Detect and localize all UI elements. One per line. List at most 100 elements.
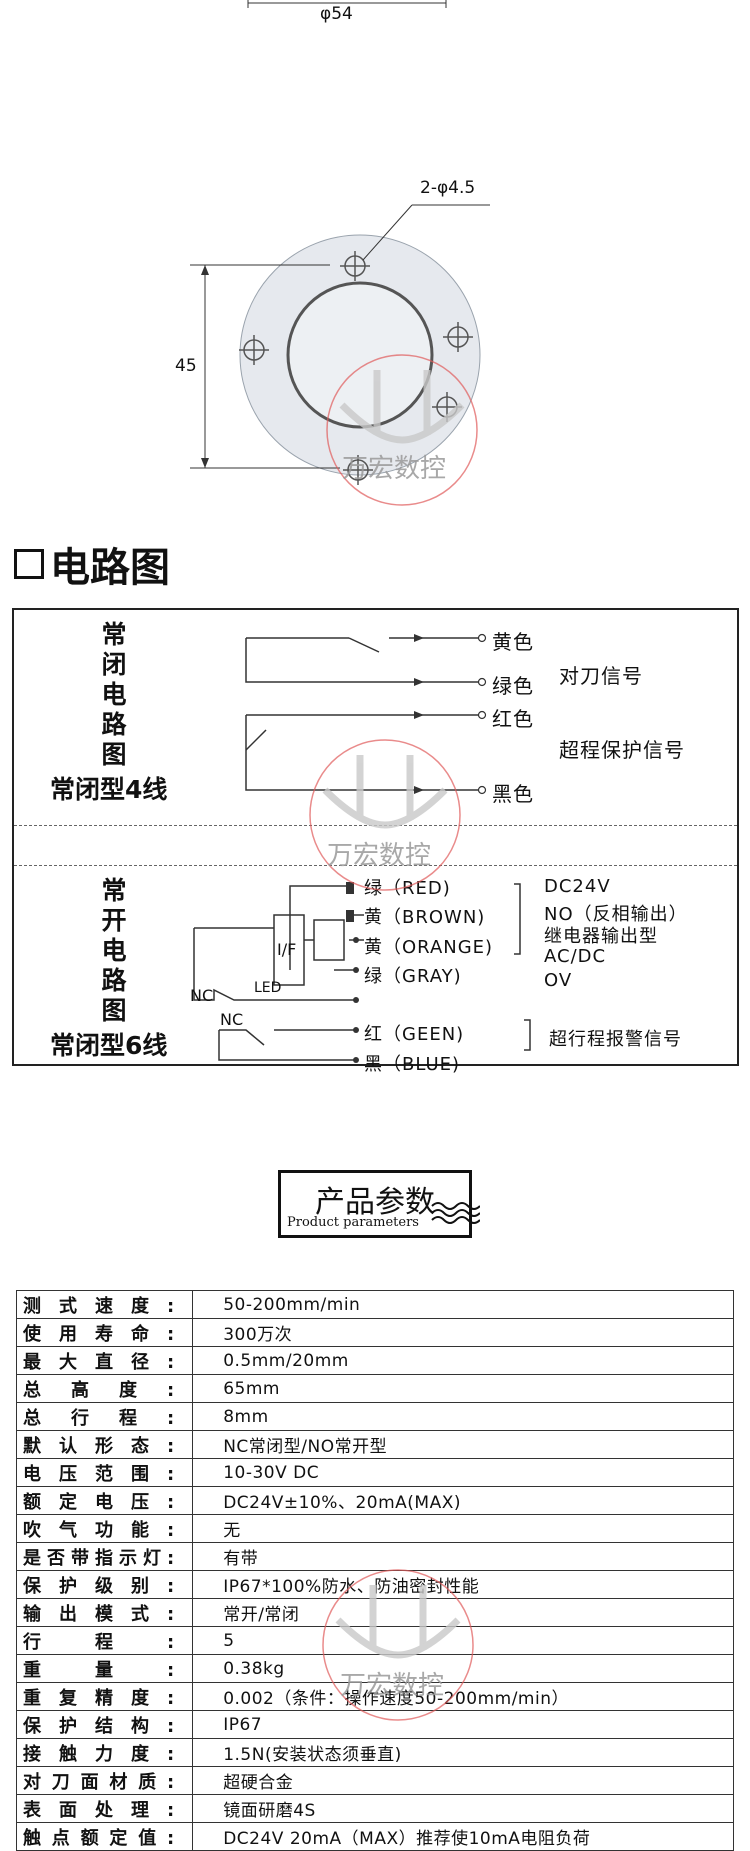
- if-label: I/F: [277, 940, 297, 959]
- table-row: 电压范围:10-30V DC: [15, 1458, 734, 1487]
- table-row: 额定电压:DC24V±10%、20mA(MAX): [15, 1486, 734, 1515]
- param-value: 常开/常闭: [192, 1598, 734, 1627]
- param-key: 对刀面材质:: [15, 1766, 194, 1795]
- param-key: 保护级别:: [15, 1570, 194, 1599]
- param-key: 行程:: [15, 1626, 194, 1655]
- table-row: 接触力度:1.5N(安装状态须垂直): [15, 1738, 734, 1767]
- table-row: 重量:0.38kg: [15, 1654, 734, 1683]
- param-key: 默认形态:: [15, 1430, 194, 1459]
- param-value: 无: [192, 1514, 734, 1543]
- param-value: 50-200mm/min: [192, 1290, 734, 1319]
- table-row: 测式速度:50-200mm/min: [15, 1290, 734, 1319]
- param-value: 10-30V DC: [192, 1458, 734, 1487]
- wire-gray: 绿（GRAY): [364, 966, 462, 987]
- nc-label-2: NC: [220, 1010, 244, 1029]
- product-title-en: Product parameters: [287, 1215, 419, 1230]
- no-vertical-title: 常 开 电 路 图: [101, 876, 127, 1025]
- label-no: NO（反相输出）: [544, 904, 688, 925]
- param-key: 总行程:: [15, 1402, 194, 1431]
- table-row: 吹气功能: 无: [15, 1514, 734, 1543]
- table-row: 表面处理:镜面研磨4S: [15, 1794, 734, 1823]
- param-value: 300万次: [192, 1318, 734, 1347]
- table-row: 保护结构:IP67: [15, 1710, 734, 1739]
- param-key: 重量:: [15, 1654, 194, 1683]
- param-key: 输出模式:: [15, 1598, 194, 1627]
- table-row: 触点额定值:DC24V 20mA（MAX）推荐使10mA电阻负荷: [15, 1822, 734, 1851]
- param-key: 额定电压:: [15, 1486, 194, 1515]
- param-value: 有带: [192, 1542, 734, 1571]
- nc-vertical-title: 常 闭 电 路 图: [101, 620, 127, 769]
- wire-label-green: 绿色: [492, 674, 534, 698]
- height-label: 45: [175, 356, 197, 376]
- nc-label: NC: [190, 986, 214, 1005]
- signal-tool-label: 对刀信号: [559, 664, 643, 688]
- param-value: 1.5N(安装状态须垂直): [192, 1738, 734, 1767]
- param-value: IP67: [192, 1710, 734, 1739]
- top-dimension: φ54: [0, 0, 750, 40]
- param-key: 表面处理:: [15, 1794, 194, 1823]
- table-row: 最大直径:0.5mm/20mm: [15, 1346, 734, 1375]
- flange-drawing: 2-φ4.5 45: [150, 170, 510, 530]
- circuit-section-title: 电路图: [14, 535, 170, 593]
- circuit-diagram-panel: 常 闭 电 路 图 常闭型4线 黄色 绿色 红色 黑色 对刀信号 超程保护信号 …: [12, 608, 739, 1075]
- no-wiring: [193, 882, 531, 1063]
- hole-label: 2-φ4.5: [420, 178, 476, 198]
- table-row: 对刀面材质:超硬合金: [15, 1766, 734, 1795]
- signal-overtravel-label: 超程保护信号: [559, 738, 685, 762]
- param-value: 0.38kg: [192, 1654, 734, 1683]
- wire-blue: 黑（BLUE): [364, 1054, 461, 1075]
- param-value: 0.002（条件：操作速度50-200mm/min）: [192, 1682, 734, 1711]
- param-value: 超硬合金: [192, 1766, 734, 1795]
- param-key: 总高度:: [15, 1374, 194, 1403]
- wire-label-black: 黑色: [492, 782, 534, 806]
- param-value: 65mm: [192, 1374, 734, 1403]
- wire-label-red: 红色: [492, 707, 534, 731]
- param-key: 使用寿命:: [15, 1318, 194, 1347]
- param-value: 镜面研磨4S: [192, 1794, 734, 1823]
- product-parameters-header: 产品参数 Product parameters: [278, 1170, 472, 1238]
- param-value: 5: [192, 1626, 734, 1655]
- param-key: 吹气功能:: [15, 1514, 194, 1543]
- wire-red: 绿（RED): [364, 878, 451, 899]
- product-title-cn: 产品参数: [315, 1185, 435, 1220]
- param-key: 测式速度:: [15, 1290, 194, 1319]
- label-acdc: AC/DC: [544, 946, 607, 967]
- table-row: 重复精度:0.002（条件：操作速度50-200mm/min）: [15, 1682, 734, 1711]
- param-value: IP67*100%防水、防油密封性能: [192, 1570, 734, 1599]
- param-key: 保护结构:: [15, 1710, 194, 1739]
- table-row: 是否带指示灯:有带: [15, 1542, 734, 1571]
- param-key: 最大直径:: [15, 1346, 194, 1375]
- param-key: 是否带指示灯:: [15, 1542, 194, 1571]
- table-row: 输出模式:常开/常闭: [15, 1598, 734, 1627]
- table-row: 默认形态:NC常闭型/NO常开型: [15, 1430, 734, 1459]
- param-key: 重复精度:: [15, 1682, 194, 1711]
- label-dc24v: DC24V: [544, 876, 611, 897]
- wire-orange: 黄（ORANGE): [364, 937, 494, 958]
- param-value: NC常闭型/NO常开型: [192, 1430, 734, 1459]
- table-row: 保护级别:IP67*100%防水、防油密封性能: [15, 1570, 734, 1599]
- param-key: 接触力度:: [15, 1738, 194, 1767]
- label-relay: 继电器输出型: [544, 926, 658, 947]
- table-row: 使用寿命:300万次: [15, 1318, 734, 1347]
- checkbox-square-icon: [14, 549, 44, 579]
- wave-icon: [431, 1202, 480, 1224]
- param-value: DC24V±10%、20mA(MAX): [192, 1486, 734, 1515]
- param-key: 电压范围:: [15, 1458, 194, 1487]
- wire-geen: 红（GEEN): [364, 1024, 465, 1045]
- table-row: 行程:5: [15, 1626, 734, 1655]
- table-row: 总行程:8mm: [15, 1402, 734, 1431]
- param-value: 0.5mm/20mm: [192, 1346, 734, 1375]
- diameter-label: φ54: [320, 4, 353, 24]
- wire-label-yellow: 黄色: [492, 630, 534, 654]
- param-key: 触点额定值:: [15, 1822, 194, 1851]
- label-overtravel-alarm: 超行程报警信号: [549, 1029, 682, 1050]
- param-value: 8mm: [192, 1402, 734, 1431]
- wire-brown: 黄（BROWN): [364, 907, 486, 928]
- nc-wiring: [245, 633, 487, 795]
- table-row: 总高度:65mm: [15, 1374, 734, 1403]
- label-ov: OV: [544, 970, 573, 991]
- led-label: LED: [254, 980, 282, 996]
- param-value: DC24V 20mA（MAX）推荐使10mA电阻负荷: [192, 1822, 734, 1851]
- no-caption: 常闭型6线: [50, 1031, 168, 1060]
